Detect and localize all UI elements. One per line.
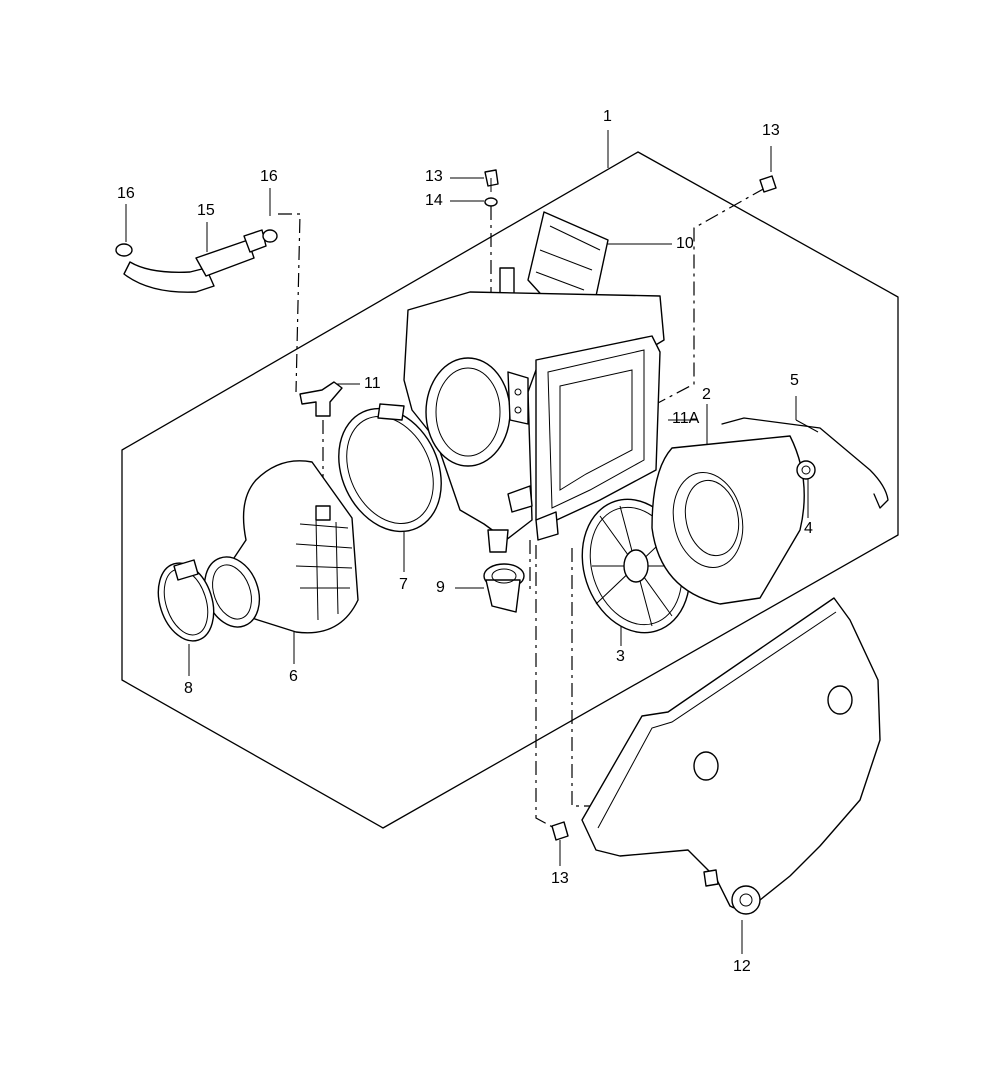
callout-8: 8 xyxy=(184,680,193,697)
intake-duct-6 xyxy=(203,460,359,634)
elbow-fitting-11 xyxy=(299,381,343,417)
air-filter-2 xyxy=(651,435,805,605)
callout-12: 12 xyxy=(733,958,751,975)
callout-13-bottom: 13 xyxy=(551,870,569,887)
callout-3: 3 xyxy=(616,648,625,665)
callout-14: 14 xyxy=(425,192,443,209)
air-box-main xyxy=(403,291,665,553)
callout-1: 1 xyxy=(603,108,612,125)
hose-clamp-8 xyxy=(157,559,215,642)
leader-lines xyxy=(125,130,819,954)
side-cover-12 xyxy=(581,597,881,915)
callout-6: 6 xyxy=(289,668,298,685)
assembly-dash-lines xyxy=(278,187,766,831)
callout-9: 9 xyxy=(436,579,445,596)
callout-4: 4 xyxy=(804,520,813,537)
callout-16-left: 16 xyxy=(117,185,135,202)
grommet-9 xyxy=(483,563,525,613)
clamp-ring-7 xyxy=(338,403,442,533)
breather-hose xyxy=(115,229,278,293)
callout-13-top-right: 13 xyxy=(762,122,780,139)
callout-7: 7 xyxy=(399,576,408,593)
callout-10: 10 xyxy=(676,235,694,252)
callout-11a: 11A xyxy=(672,410,700,427)
assembly-frame xyxy=(121,151,899,829)
callout-2: 2 xyxy=(702,386,711,403)
spring-wire-5 xyxy=(721,417,889,509)
callout-5: 5 xyxy=(790,372,799,389)
callout-15: 15 xyxy=(197,202,215,219)
washer-4 xyxy=(796,460,816,480)
callout-16-right: 16 xyxy=(260,168,278,185)
callout-13-top: 13 xyxy=(425,168,443,185)
callout-11: 11 xyxy=(364,375,381,392)
